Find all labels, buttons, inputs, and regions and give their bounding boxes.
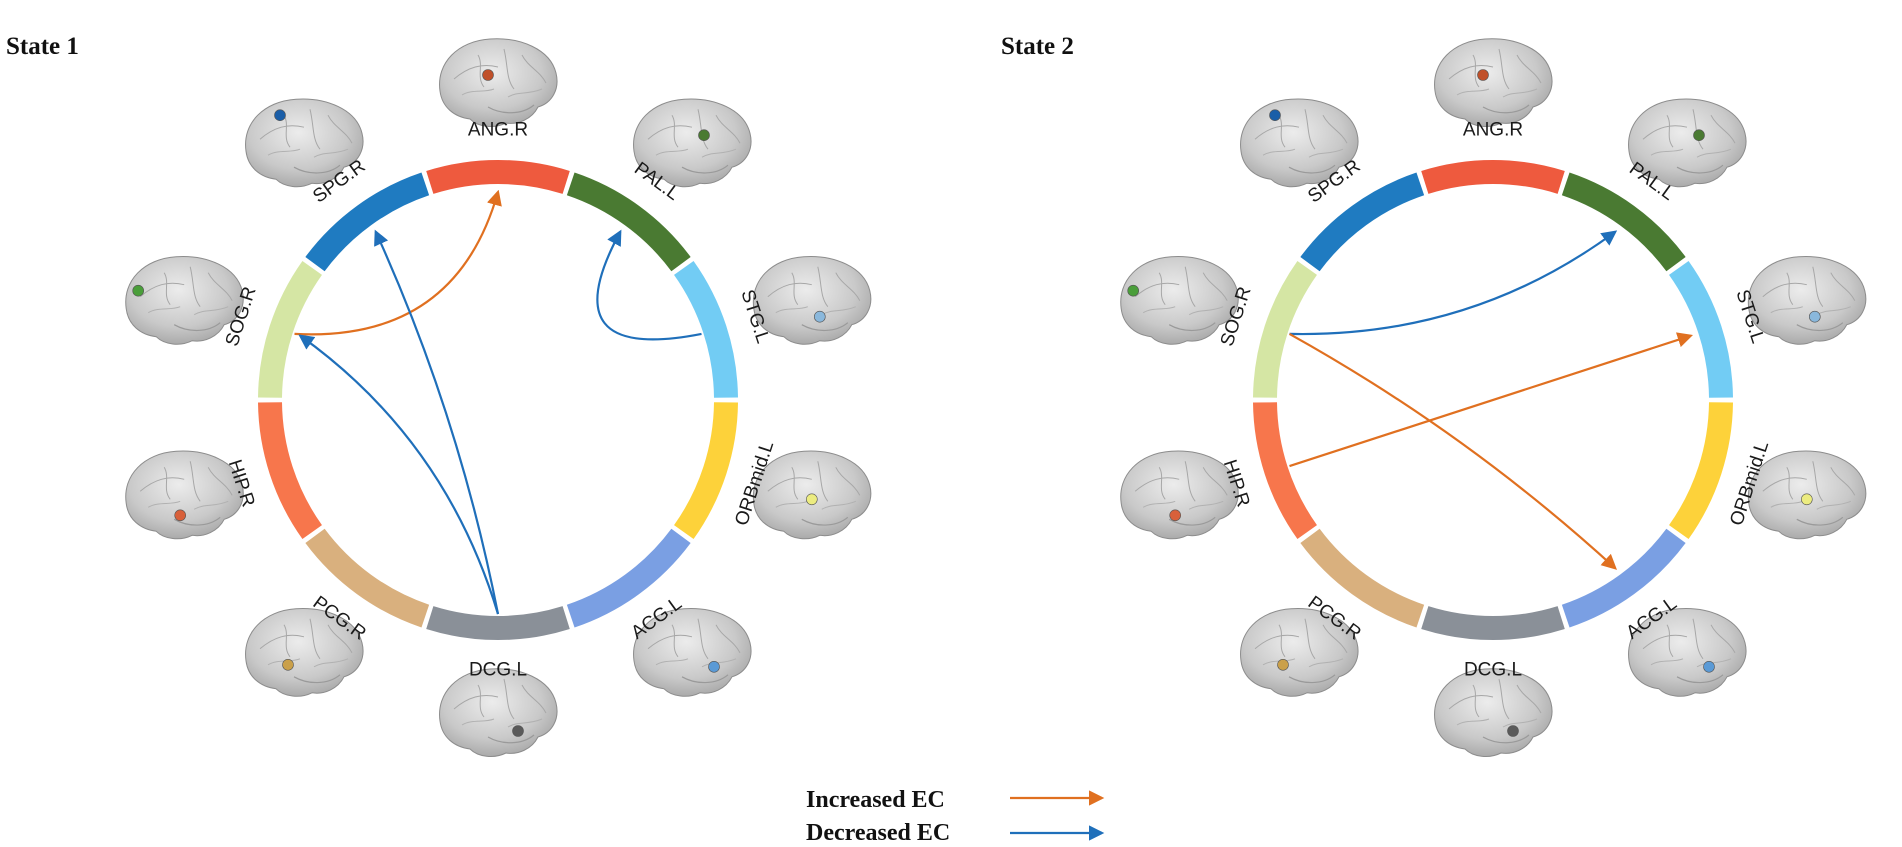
brain-node-pcg-r — [282, 658, 294, 671]
ring-segment-stg-l — [1668, 260, 1733, 398]
region-label-dcg-l: DCG.L — [1464, 660, 1522, 681]
brain-node-hip-r — [1169, 509, 1181, 522]
brain-node-pal-l — [698, 129, 710, 141]
ring-segment-ang-r — [1421, 159, 1565, 194]
connection-sog-r-to-acg-l — [1288, 332, 1618, 570]
ring-segment-pal-l — [566, 172, 691, 272]
brain-node-dcg-l — [512, 725, 524, 737]
brain-thumbnail-dcg-l — [1434, 668, 1553, 757]
brain-node-pcg-r — [1277, 658, 1289, 671]
region-label-dcg-l: DCG.L — [469, 660, 527, 681]
brain-node-ang-r — [482, 69, 494, 81]
brain-thumbnail-hip-r — [1120, 450, 1239, 540]
legend-increased-label: Increased EC — [806, 787, 945, 813]
ring-segment-acg-l — [566, 528, 691, 628]
brain-thumbnail-pcg-r — [245, 608, 364, 697]
ring-segment-pcg-r — [1300, 528, 1425, 628]
ring-segment-orbmid-l — [673, 402, 738, 540]
brain-node-acg-l — [708, 660, 720, 673]
connection-dcg-l-to-sog-r — [298, 334, 500, 615]
brain-thumbnail-dcg-l — [439, 668, 558, 757]
brain-node-pal-l — [1693, 129, 1705, 141]
connection-hip-r-to-stg-l — [1289, 332, 1693, 468]
ring-segment-orbmid-l — [1668, 402, 1733, 540]
brain-node-spg-r — [274, 109, 286, 121]
brain-thumbnail-acg-l — [1628, 608, 1747, 697]
state-2-panel: State 2 ANG.RPAL.LSTG.LORBmid.LACG.LDCG.… — [1001, 33, 1867, 757]
state-2-title: State 2 — [1001, 33, 1074, 60]
ring-segment-sog-r — [258, 260, 323, 398]
ring-segment-sog-r — [1253, 260, 1318, 398]
region-label-ang-r: ANG.R — [1463, 120, 1523, 141]
brain-thumbnail-pcg-r — [1240, 608, 1359, 697]
ring-segment-hip-r — [258, 402, 323, 540]
ring-segment-spg-r — [1300, 172, 1425, 272]
brain-node-hip-r — [174, 509, 186, 522]
brain-node-spg-r — [1269, 109, 1281, 121]
legend-decreased-label: Decreased EC — [806, 820, 950, 846]
ring-segment-pal-l — [1561, 172, 1686, 272]
brain-thumbnail-pal-l — [1628, 98, 1747, 188]
ring-segment-spg-r — [305, 172, 430, 272]
brain-node-sog-r — [1127, 284, 1139, 297]
ring-segment-dcg-l — [426, 606, 570, 641]
legend: Increased EC Decreased EC — [806, 787, 1105, 846]
brain-thumbnail-orbmid-l — [752, 450, 872, 540]
brain-thumbnail-ang-r — [1434, 38, 1553, 127]
brain-thumbnail-orbmid-l — [1747, 450, 1867, 540]
brain-thumbnail-hip-r — [125, 450, 244, 540]
brain-node-dcg-l — [1507, 725, 1519, 737]
brain-node-acg-l — [1703, 660, 1715, 673]
brain-node-sog-r — [132, 284, 144, 297]
connection-sog-r-to-pal-l — [1289, 230, 1618, 336]
brain-thumbnail-ang-r — [439, 38, 558, 127]
state-1-panel: State 1 ANG.RPAL.LSTG.LORBmid.LACG.LDCG.… — [6, 33, 872, 757]
brain-node-stg-l — [813, 310, 826, 323]
brain-node-orbmid-l — [805, 493, 818, 506]
connection-sog-r-to-ang-r — [294, 189, 502, 336]
brain-thumbnail-sog-r — [1120, 256, 1239, 345]
ring-segment-hip-r — [1253, 402, 1318, 540]
brain-thumbnail-spg-r — [245, 98, 364, 188]
ring-segment-ang-r — [426, 159, 570, 194]
brain-thumbnail-stg-l — [752, 256, 872, 345]
brain-node-orbmid-l — [1801, 493, 1813, 506]
ring-segment-acg-l — [1561, 528, 1686, 628]
ring-segment-stg-l — [673, 260, 738, 398]
state-1-title: State 1 — [6, 33, 79, 60]
brain-node-stg-l — [1809, 310, 1821, 323]
brain-thumbnail-acg-l — [633, 608, 752, 697]
connection-stg-l-to-pal-l — [596, 229, 702, 341]
connection-dcg-l-to-spg-r — [374, 229, 500, 615]
ring-segment-dcg-l — [1421, 606, 1565, 641]
brain-thumbnail-stg-l — [1747, 256, 1867, 345]
brain-thumbnail-spg-r — [1240, 98, 1359, 188]
region-label-ang-r: ANG.R — [468, 120, 528, 141]
brain-node-ang-r — [1477, 69, 1489, 81]
brain-thumbnail-sog-r — [125, 256, 244, 345]
ring-segment-pcg-r — [305, 528, 430, 628]
brain-thumbnail-pal-l — [633, 98, 752, 188]
